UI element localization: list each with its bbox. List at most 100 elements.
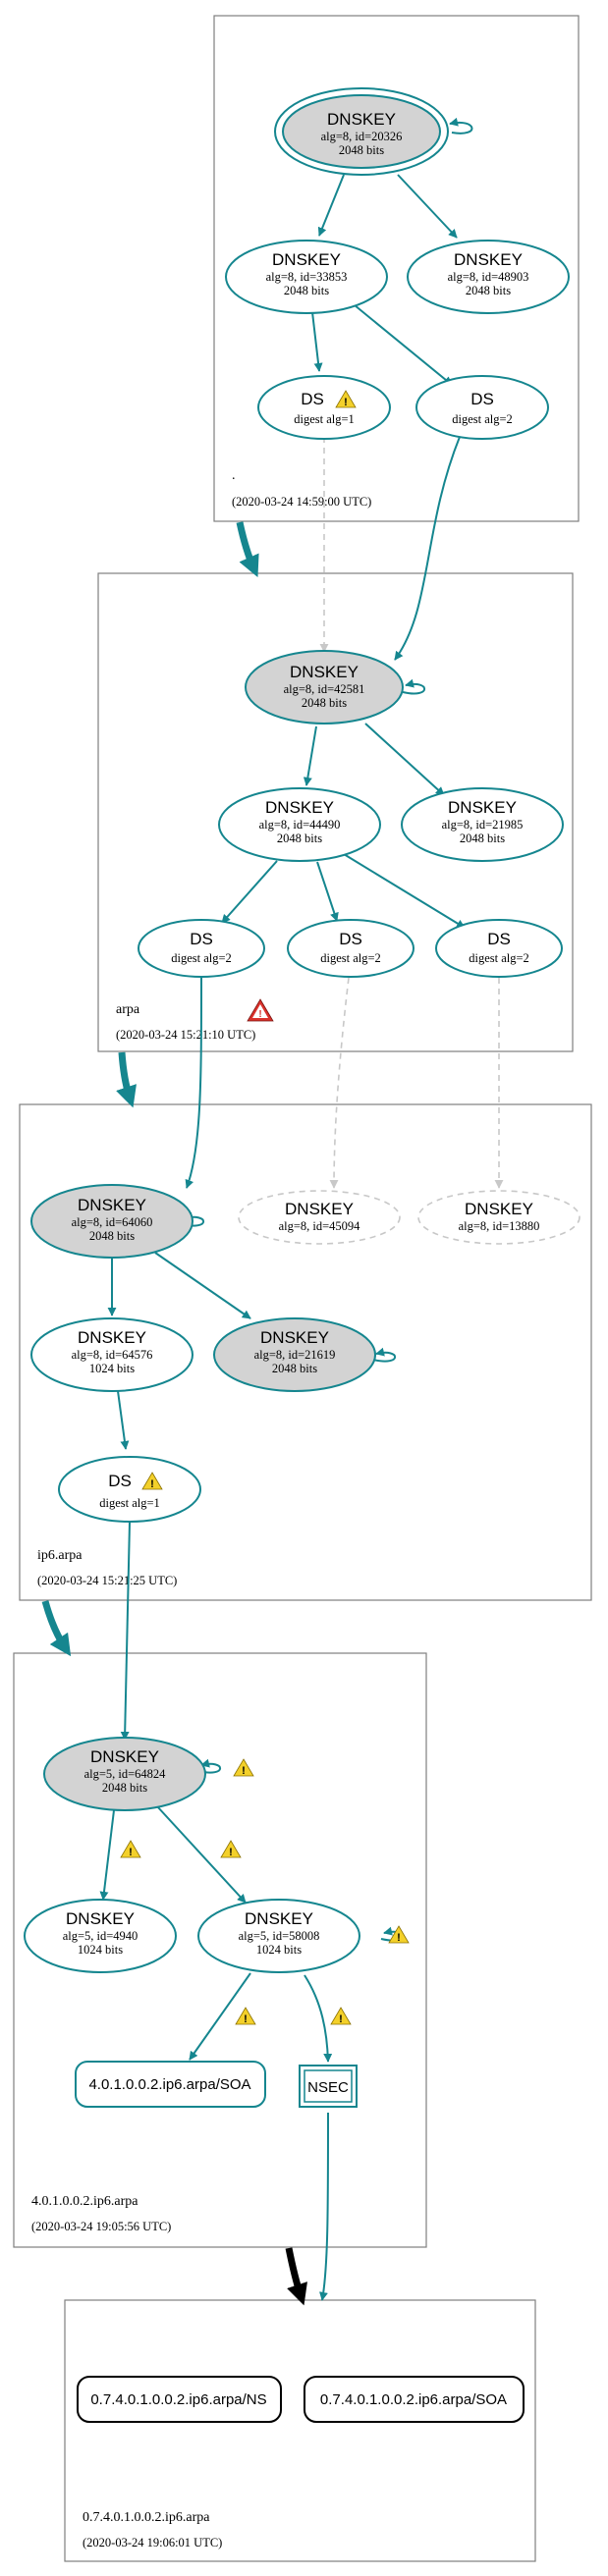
node-size: 2048 bits [102,1781,147,1795]
node-size: 1024 bits [78,1943,123,1957]
root-k2-node[interactable]: DNSKEY alg=8, id=48903 2048 bits [407,240,570,314]
node-detail: alg=8, id=44490 [259,818,341,832]
root-zsk-to-ds1-edge [311,311,323,372]
arpa-ksk-node[interactable]: DNSKEY alg=8, id=42581 2048 bits [245,650,404,724]
z-soa-node[interactable]: 4.0.1.0.0.2.ip6.arpa/SOA [75,2061,266,2108]
node-size: 2048 bits [302,696,347,710]
node-detail: alg=8, id=42581 [284,682,365,696]
node-size: 2048 bits [339,143,384,157]
node-title: DS [190,930,213,948]
node-title: DNSKEY [272,250,341,269]
c-ns-node[interactable]: 0.7.4.0.1.0.0.2.ip6.arpa/NS [77,2376,282,2423]
z-zsk-node[interactable]: DNSKEY alg=5, id=58008 1024 bits [197,1899,360,1973]
svg-text:!: ! [150,1478,154,1490]
zone-arpa-time: (2020-03-24 15:21:10 UTC) [116,1028,255,1042]
node-title: NSEC [307,2079,349,2096]
node-title: DNSKEY [66,1909,135,1928]
warning-icon: ! [235,2007,256,2025]
z-ksk-to-k2-edge [99,1809,115,1901]
warning-icon: ! [220,1840,242,1858]
root-zsk-node[interactable]: DNSKEY alg=8, id=33853 2048 bits [225,240,388,314]
ip6-ds-to-z-ksk-edge [120,1521,131,1741]
arpa-dsa-node[interactable]: DS digest alg=2 [138,919,265,978]
ip6-k2-self-edge [372,1347,396,1363]
node-title: DNSKEY [327,110,396,129]
zone-arpa-name: arpa [116,1002,140,1017]
z-ksk-to-zsk-edge [156,1805,247,1904]
zone-074-time: (2020-03-24 19:06:01 UTC) [83,2536,222,2549]
node-title: DNSKEY [465,1200,533,1218]
ip6-missing1-node[interactable]: DNSKEY alg=8, id=45094 [238,1190,401,1245]
c-soa-node[interactable]: 0.7.4.0.1.0.0.2.ip6.arpa/SOA [304,2376,525,2423]
zone-4010-name: 4.0.1.0.0.2.ip6.arpa [31,2194,138,2209]
arpa-dsa-to-ip6-ksk-edge [185,977,202,1189]
node-title: DNSKEY [245,1909,313,1928]
node-detail: alg=8, id=64060 [72,1215,153,1229]
arpa-k2-node[interactable]: DNSKEY alg=8, id=21985 2048 bits [401,787,564,862]
arpa-zsk-to-dsb-edge [316,861,339,922]
root-ksk-node[interactable]: DNSKEY alg=8, id=20326 2048 bits [274,87,449,176]
delegation-arpa-ip6-arrow [116,1051,137,1108]
zone-ip6-time: (2020-03-24 15:21:25 UTC) [37,1574,177,1587]
node-detail: digest alg=2 [320,951,381,965]
node-detail: alg=5, id=4940 [63,1929,138,1943]
ip6-zsk-node[interactable]: DNSKEY alg=8, id=64576 1024 bits [30,1317,193,1392]
arpa-ksk-self-edge [402,678,425,695]
zone-root-time: (2020-03-24 14:59:00 UTC) [232,495,371,509]
arpa-zsk-to-dsa-edge [221,860,278,924]
node-title: DS [339,930,362,948]
arpa-ksk-to-k2-edge [364,723,445,796]
root-ksk-self-edge [449,117,473,134]
node-title: DS [470,390,494,408]
z-nsec-node[interactable]: NSEC [299,2065,358,2108]
arpa-ksk-to-zsk-edge [303,725,317,786]
svg-text:!: ! [244,2013,248,2025]
arpa-zsk-node[interactable]: DNSKEY alg=8, id=44490 2048 bits [218,787,381,862]
arpa-dsb-node[interactable]: DS digest alg=2 [287,919,415,978]
svg-text:!: ! [129,1847,133,1858]
node-title: DNSKEY [285,1200,354,1218]
ip6-zsk-to-ds-edge [117,1390,130,1450]
warning-icon: ! [120,1840,141,1858]
node-detail: alg=8, id=20326 [321,130,403,143]
node-title: DNSKEY [260,1328,329,1347]
ip6-k2-node[interactable]: DNSKEY alg=8, id=21619 2048 bits [213,1317,376,1392]
node-title: DNSKEY [265,798,334,817]
error-icon: ! [247,998,274,1022]
node-detail: alg=8, id=64576 [72,1348,153,1362]
node-title: DNSKEY [290,663,359,681]
ip6-ds-node[interactable]: DS ! digest alg=1 [58,1456,201,1523]
node-title: DNSKEY [448,798,517,817]
z-zsk-to-nsec-edge [304,1974,333,2063]
warning-icon: ! [335,390,357,408]
node-detail: alg=8, id=45094 [279,1219,361,1233]
arpa-dsb-to-ip6-missing1-edge [329,977,350,1189]
ip6-ksk-node[interactable]: DNSKEY alg=8, id=64060 2048 bits [30,1184,193,1259]
node-detail: alg=5, id=64824 [84,1767,167,1781]
node-size: 1024 bits [256,1943,302,1957]
svg-text:!: ! [242,1765,246,1777]
node-detail: alg=5, id=58008 [239,1929,320,1943]
z-k2-node[interactable]: DNSKEY alg=5, id=4940 1024 bits [24,1899,177,1973]
node-detail: alg=8, id=21619 [254,1348,336,1362]
arpa-dsc-node[interactable]: DS digest alg=2 [435,919,563,978]
node-detail: digest alg=1 [294,412,355,426]
svg-text:!: ! [339,2013,343,2025]
root-zsk-to-ds2-edge [348,299,453,386]
warning-icon: ! [330,2007,352,2025]
z-zsk-to-soa-edge [189,1972,251,2061]
zone-074-box [64,2299,536,2562]
z-ksk-node[interactable]: DNSKEY alg=5, id=64824 2048 bits [43,1737,206,1811]
zone-root-name: . [232,468,236,483]
node-size: 1024 bits [89,1362,135,1375]
ip6-missing2-node[interactable]: DNSKEY alg=8, id=13880 [417,1190,580,1245]
root-ksk-to-k2-edge [397,174,458,239]
node-size: 2048 bits [277,832,322,845]
delegation-root-arpa-arrow [236,521,259,578]
root-ds1-node[interactable]: DS ! digest alg=1 [257,375,391,440]
root-ds2-node[interactable]: DS digest alg=2 [415,375,549,440]
ip6-ksk-to-k2-edge [154,1252,251,1319]
node-detail: digest alg=2 [452,412,513,426]
root-ksk-to-zsk-edge [317,174,345,237]
